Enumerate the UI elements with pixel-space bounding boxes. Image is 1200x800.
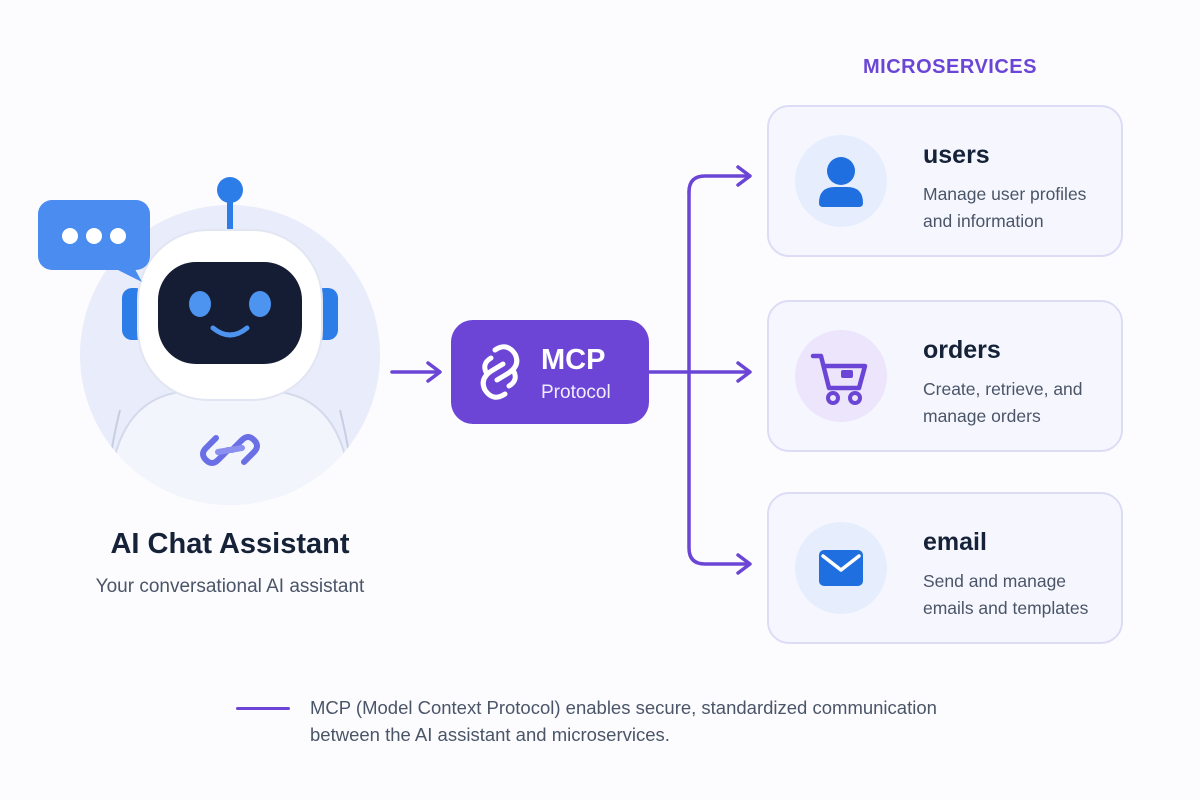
arrow-trunk: [687, 174, 750, 194]
user-icon: [795, 135, 887, 227]
service-card-email: email Send and manage emails and templat…: [767, 492, 1123, 644]
mcp-protocol-node: MCP Protocol: [451, 320, 649, 424]
service-description: Send and manage emails and templates: [923, 571, 1089, 618]
service-description: Manage user profiles and information: [923, 184, 1087, 231]
mcp-logo-icon: [480, 344, 520, 400]
service-name: email: [923, 528, 987, 556]
mcp-title: MCP: [541, 344, 606, 376]
microservices-header: MICROSERVICES: [863, 56, 1037, 78]
robot-icon: [38, 177, 380, 505]
service-card-users: users Manage user profiles and informati…: [767, 105, 1123, 257]
mcp-subtitle: Protocol: [541, 382, 611, 403]
cart-icon: [795, 330, 887, 422]
mail-icon: [795, 522, 887, 614]
footer-note: MCP (Model Context Protocol) enables sec…: [310, 697, 937, 745]
assistant-subtitle: Your conversational AI assistant: [95, 576, 365, 597]
service-description: Create, retrieve, and manage orders: [923, 379, 1083, 426]
assistant-title: AI Chat Assistant: [110, 528, 350, 560]
service-card-orders: orders Create, retrieve, and manage orde…: [767, 300, 1123, 452]
service-name: orders: [923, 336, 1001, 364]
chest-logo-icon: [200, 434, 260, 466]
chat-bubble-icon: [38, 200, 150, 282]
legend-line: [236, 707, 290, 710]
service-name: users: [923, 141, 990, 169]
